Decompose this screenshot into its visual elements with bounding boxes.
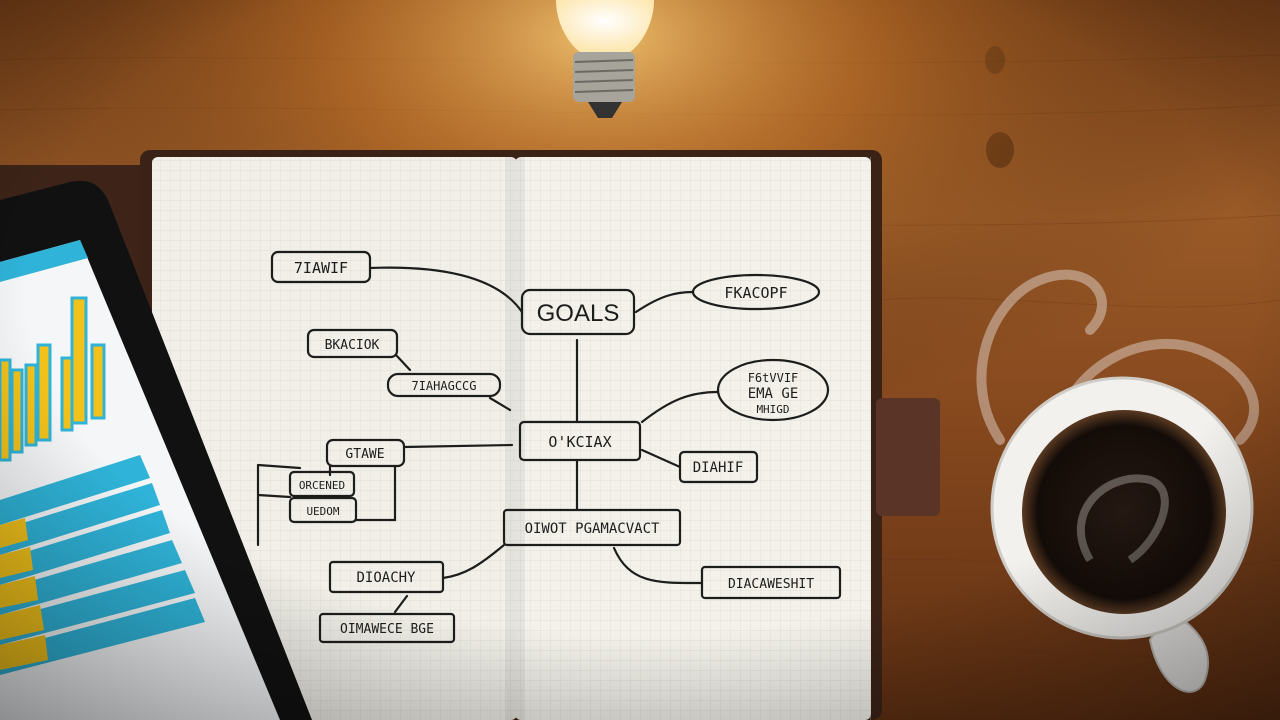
node-label: GOALS	[537, 300, 620, 327]
node-label: DIACAWESHIT	[728, 577, 814, 592]
node-label: 7IAHAGCCG	[411, 379, 476, 393]
node-label: OIMAWECE BGE	[340, 622, 434, 637]
notebook-strap	[876, 398, 940, 516]
node-label: F6tVVIF	[748, 371, 799, 385]
node-label: O'KCIAX	[548, 433, 611, 451]
node-label: BKACIOK	[325, 338, 380, 353]
node-label: ORCENED	[299, 479, 345, 492]
node-label: DIOACHY	[356, 570, 416, 586]
node-label: GTAWE	[345, 447, 384, 462]
node-label: UEDOM	[306, 505, 339, 518]
node-label: DIAHIF	[693, 460, 744, 476]
node-label: OIWOT PGAMACVACT	[525, 521, 660, 537]
node-label: MHIGD	[756, 403, 789, 416]
node-label: EMA GE	[748, 386, 799, 402]
node-label: FKACOPF	[724, 284, 787, 302]
notebook-spine	[505, 157, 525, 720]
node-label: 7IAWIF	[294, 259, 348, 277]
coffee	[1022, 410, 1226, 614]
